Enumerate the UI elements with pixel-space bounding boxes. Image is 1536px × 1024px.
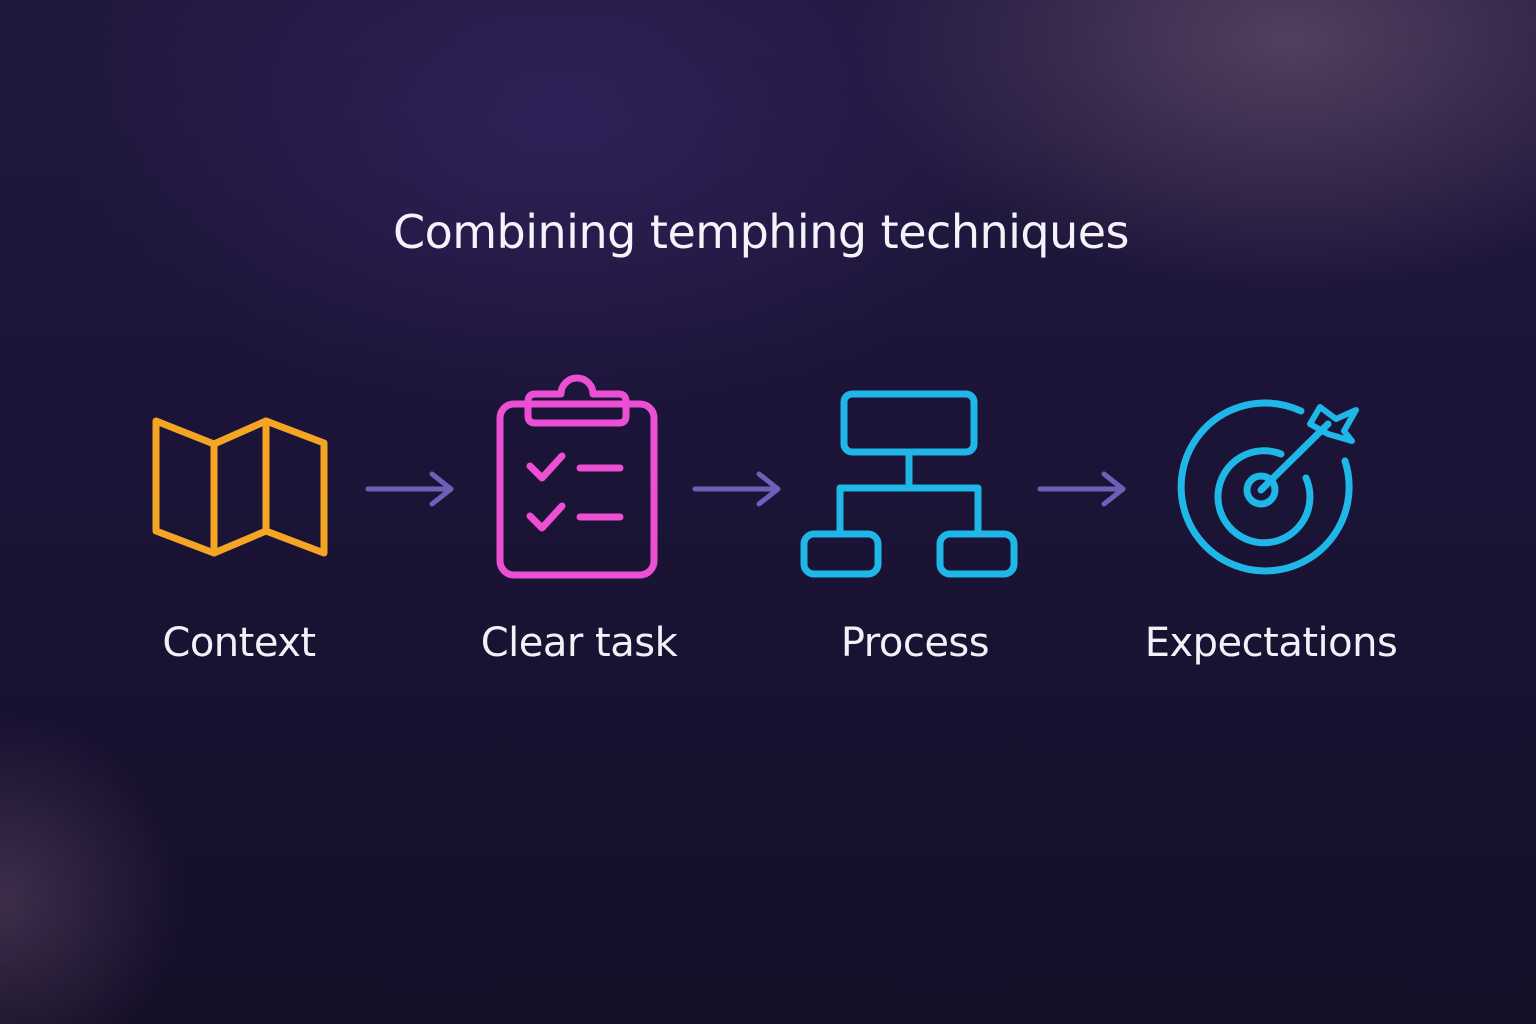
- arrow-right-icon: [1037, 471, 1126, 507]
- arrow-right-icon: [365, 471, 454, 507]
- folded-map-icon: [152, 417, 328, 557]
- flowchart-hierarchy-icon: [800, 390, 1018, 578]
- target-arrow-icon: [1177, 399, 1359, 575]
- clipboard-checklist-icon: [496, 374, 658, 579]
- arrow-right-icon: [692, 471, 781, 507]
- step-label-expectations: Expectations: [1144, 620, 1398, 666]
- step-label-clear-task: Clear task: [480, 620, 678, 666]
- step-label-context: Context: [162, 620, 316, 666]
- step-label-process: Process: [840, 620, 990, 666]
- diagram-title: Combining temphing techniques: [392, 205, 1130, 259]
